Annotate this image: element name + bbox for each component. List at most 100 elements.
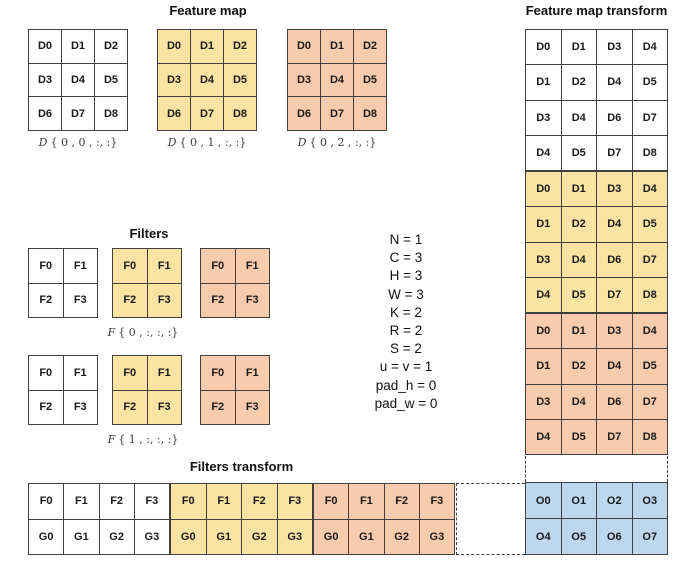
omitted-columns-dashed-box <box>456 483 525 555</box>
param-line: S = 2 <box>390 341 422 357</box>
grid-cell: F0 <box>201 356 235 390</box>
grid-cell: F2 <box>113 390 147 424</box>
feature-map-title: Feature map <box>169 3 247 18</box>
convolution-parameters: N = 1 C = 3 H = 3 W = 3 K = 2 R = 2 S = … <box>340 231 472 413</box>
grid-cell: F3 <box>235 283 269 317</box>
tensor-index: { 0 , 1 , :, :} <box>179 136 247 149</box>
param-line: W = 3 <box>388 286 424 302</box>
grid-cell: D3 <box>158 63 190 97</box>
grid-cell: D7 <box>632 100 667 135</box>
grid-cell: F1 <box>63 356 97 390</box>
grid-cell: G3 <box>134 519 169 554</box>
grid-cell: D3 <box>29 63 61 97</box>
grid-cell: F2 <box>29 283 63 317</box>
filter0-label: F{ 0 , :, :, :} <box>28 326 258 339</box>
grid-cell: O1 <box>561 483 596 518</box>
grid-cell: D5 <box>561 135 596 170</box>
grid-cell: G0 <box>29 519 64 554</box>
grid-cell: D2 <box>224 30 256 63</box>
grid-cell: D0 <box>526 30 561 65</box>
tensor-letter: F <box>107 326 116 339</box>
grid-cell: F3 <box>147 390 181 424</box>
grid-cell: D4 <box>526 419 561 454</box>
grid-cell: G0 <box>314 519 349 554</box>
grid-cell: D0 <box>288 30 320 63</box>
param-line: C = 3 <box>389 250 423 266</box>
grid-cell: D4 <box>597 207 632 242</box>
grid-cell: D7 <box>62 97 94 130</box>
grid-cell: D4 <box>561 384 596 419</box>
feature-map-label-channel0: D{ 0 , 0 , :, :} <box>18 136 138 149</box>
grid-cell: D4 <box>561 242 596 277</box>
feature-map-label-channel1: D{ 0 , 1 , :, :} <box>147 136 267 149</box>
grid-cell: F3 <box>277 484 312 519</box>
grid-cell: O0 <box>526 483 561 518</box>
tensor-letter: D <box>297 136 307 149</box>
param-line: u = v = 1 <box>379 359 433 375</box>
grid-cell: D8 <box>95 97 127 130</box>
grid-cell: G1 <box>206 519 241 554</box>
grid-cell: D5 <box>632 349 667 384</box>
grid-cell: D1 <box>526 65 561 100</box>
grid-cell: D1 <box>191 30 223 63</box>
grid-cell: D5 <box>632 65 667 100</box>
grid-cell: G3 <box>277 519 312 554</box>
tensor-letter: F <box>107 433 116 446</box>
grid-cell: D5 <box>561 277 596 312</box>
grid-cell: D3 <box>526 242 561 277</box>
grid-cell: F2 <box>201 283 235 317</box>
grid-cell: F0 <box>201 249 235 283</box>
grid-cell: D3 <box>597 314 632 349</box>
grid-cell: G0 <box>171 519 206 554</box>
grid-cell: F0 <box>314 484 349 519</box>
grid-cell: D2 <box>561 207 596 242</box>
grid-cell: F2 <box>384 484 419 519</box>
grid-cell: F1 <box>235 249 269 283</box>
grid-cell: D8 <box>632 135 667 170</box>
grid-cell: F1 <box>235 356 269 390</box>
filters-title: Filters <box>129 226 169 241</box>
grid-cell: D5 <box>561 419 596 454</box>
grid-cell: D3 <box>526 100 561 135</box>
tensor-letter: D <box>38 136 48 149</box>
grid-cell: D1 <box>561 172 596 207</box>
grid-cell: F2 <box>29 390 63 424</box>
filter1-label: F{ 1 , :, :, :} <box>28 433 258 446</box>
tensor-letter: D <box>167 136 177 149</box>
grid-cell: G2 <box>99 519 134 554</box>
grid-cell: D6 <box>288 97 320 130</box>
grid-cell: F3 <box>63 390 97 424</box>
grid-cell: D4 <box>597 349 632 384</box>
grid-cell: G3 <box>419 519 454 554</box>
grid-cell: D5 <box>95 63 127 97</box>
grid-cell: D2 <box>354 30 386 63</box>
grid-cell: O2 <box>597 483 632 518</box>
grid-cell: D7 <box>321 97 353 130</box>
grid-cell: D0 <box>29 30 61 63</box>
tensor-index: { 0 , :, :, :} <box>118 326 179 339</box>
grid-cell: D3 <box>288 63 320 97</box>
grid-cell: F0 <box>29 356 63 390</box>
param-line: H = 3 <box>389 268 423 284</box>
param-line: R = 2 <box>389 323 423 339</box>
grid-cell: D1 <box>561 314 596 349</box>
feature-map-label-channel2: D{ 0 , 2 , :, :} <box>277 136 397 149</box>
filters-transform-title: Filters transform <box>189 459 294 474</box>
grid-cell: F1 <box>64 484 99 519</box>
grid-cell: O3 <box>632 483 667 518</box>
grid-cell: D8 <box>224 97 256 130</box>
grid-cell: D7 <box>632 242 667 277</box>
grid-cell: O4 <box>526 519 561 554</box>
grid-cell: O7 <box>632 519 667 554</box>
grid-cell: D6 <box>158 97 190 130</box>
